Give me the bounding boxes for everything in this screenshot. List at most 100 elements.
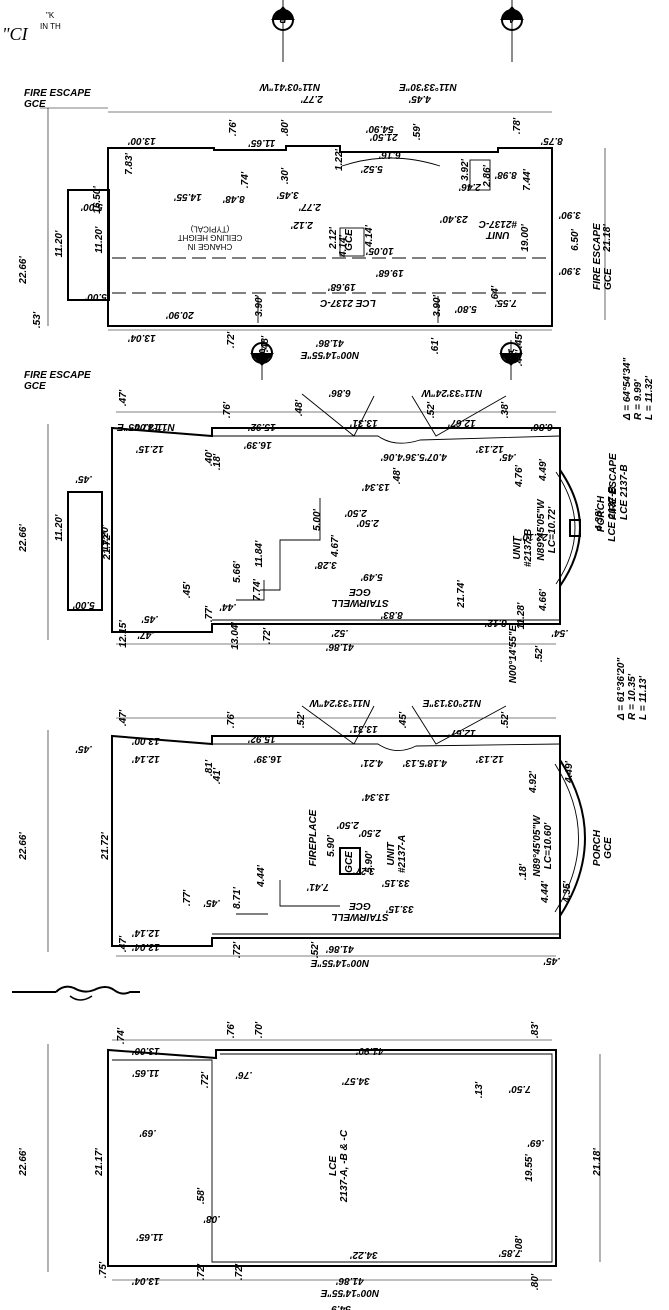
dimension-label: .45' (141, 613, 158, 624)
dimension-label: N11°03'41"W (258, 81, 320, 92)
dimension-label: .69' (139, 1127, 156, 1138)
dimension-label: 21.74' (456, 580, 467, 609)
dimension-label: 21.18' (592, 1148, 603, 1177)
dimension-label: 8.48' (222, 193, 244, 204)
dimension-label: .64' (490, 285, 501, 302)
lce-label: LCE2137-A, -B & -C (328, 1129, 350, 1203)
dimension-label: 3.90' (254, 294, 265, 316)
curve-data: Δ = 64°54'34"R = 9.99'L = 11.32' (622, 358, 655, 421)
dimension-label: .45' (75, 473, 92, 484)
dimension-label: .76' (226, 1021, 237, 1038)
dimension-label: .47' (137, 629, 154, 640)
dimension-label: 41.90' (356, 1045, 385, 1056)
dimension-label: .44' (219, 601, 236, 612)
dimension-label: 4.76' (514, 464, 525, 487)
dimension-label: 12.67' (448, 417, 476, 428)
dimension-label: 4.06' (380, 451, 403, 462)
dimension-label: 3.28' (314, 559, 336, 570)
dimension-label: 12.67' (448, 727, 476, 738)
note-fragment: "K (46, 11, 55, 20)
svg-text:A: A (507, 346, 515, 357)
dimension-label: 33.15' (386, 903, 414, 914)
dimension-label: .52' (534, 645, 545, 662)
dimension-label: .52' (331, 627, 348, 638)
dimension-label: 19.55' (524, 1154, 535, 1182)
dimension-label: 4.49' (564, 760, 575, 783)
dimension-label: 19.68' (328, 281, 356, 292)
dimension-label: .83' (530, 1021, 541, 1038)
dimension-label: 21.18' (602, 224, 613, 253)
fireplace-label: FIREPLACE (308, 809, 319, 866)
lce-label: LCE 2137-C (319, 297, 375, 308)
dimension-label: 13.34' (362, 791, 390, 802)
dimension-label: .40' (204, 449, 215, 466)
dimension-label: .48' (260, 335, 271, 352)
dimension-label: .08' (203, 1213, 220, 1224)
dimension-label: 41.86' (326, 641, 355, 652)
dimension-label: 13.00' (132, 735, 160, 746)
dimension-label: 4.21' (360, 757, 383, 768)
dimension-label: 21.17' (94, 1148, 105, 1177)
fire-escape-label: FIRE ESCAPEGCE (592, 223, 614, 290)
dimension-label: 22.66' (18, 524, 29, 553)
svg-text:A: A (508, 13, 516, 24)
section-marker-b-mid: B (250, 340, 274, 380)
dimension-label: .08' (514, 1235, 525, 1252)
dimension-label: 34.57' (342, 1075, 370, 1086)
dimension-label: 11.20' (54, 230, 65, 257)
dimension-label: 4.18' (424, 757, 447, 768)
dimension-label: 11.65' (248, 137, 275, 148)
dimension-label: 2.50' (358, 827, 381, 838)
dimension-label: 12.14' (132, 753, 160, 764)
dimension-label: 2.50' (356, 517, 379, 528)
dimension-label: 13.31' (350, 723, 378, 734)
dimension-label: 21.72' (100, 832, 111, 861)
dimension-label: 54.90' (366, 123, 394, 134)
dimension-label: 10.05' (366, 245, 394, 256)
gce-label: GCE (344, 229, 355, 251)
dimension-label: 14.55' (174, 191, 202, 202)
dimension-label: 4.66' (538, 588, 549, 611)
dimension-label: 13.04' (230, 622, 241, 650)
dimension-label: 11.20' (94, 226, 105, 253)
dimension-label: 12.14' (132, 927, 160, 938)
floor-plan-unit-2137-b (47, 393, 581, 645)
dimension-label: .38' (500, 401, 511, 418)
dimension-label: 5.80' (454, 303, 476, 314)
dimension-label: 12.13' (476, 443, 504, 454)
dimension-label: 22.66' (18, 256, 29, 285)
dimension-label: 5.90' (364, 850, 375, 872)
unit-label: UNIT#2137-B (512, 529, 534, 567)
dimension-label: 41.86' (316, 337, 345, 348)
dimension-label: 8.71' (232, 886, 243, 908)
dimension-label: 41.86' (326, 943, 355, 954)
dimension-label: 22.66' (18, 1148, 29, 1177)
svg-text:B: B (279, 13, 286, 24)
dimension-label: .53' (32, 311, 43, 328)
dimension-label: 15.92' (248, 733, 276, 744)
dimension-label: 12.13' (476, 753, 504, 764)
dimension-labels-c: 13.04'20.90'.53'5.00'5.00'22.66'11.20'11… (18, 81, 613, 366)
dimension-label: 2.50' (344, 507, 367, 518)
dimension-label: 11.20' (100, 524, 111, 551)
dimension-label: 3.27' (352, 865, 374, 876)
dimension-label: 7.50' (508, 1083, 530, 1094)
dimension-label: 22.66' (18, 832, 29, 861)
curve-data: Δ = 61°36'20"R = 10.35'L = 11.13' (616, 658, 649, 721)
dimension-label: .72' (234, 1263, 245, 1280)
porch-label: PORCHGCE (592, 829, 614, 866)
dimension-label: 54.9' (328, 1303, 350, 1310)
dimension-label: 4.44' (256, 864, 267, 887)
dimension-labels-b: 13.00'.47'.76'15.92'.48'12.15'.40'16.39'… (18, 387, 605, 683)
dimension-label: 4.44' (540, 880, 551, 903)
dimension-label: 5.49' (360, 571, 382, 582)
dimension-label: .47' (118, 709, 129, 726)
dimension-label: 4.14' (338, 234, 349, 257)
dimension-label: 4.35' (562, 880, 573, 903)
dimension-label: 5.13' (402, 757, 424, 768)
section-marker-a-top: A (500, 0, 524, 62)
floor-plan-lce-2137 (47, 1039, 601, 1281)
dimension-label: N11°33'30"E (399, 81, 457, 92)
